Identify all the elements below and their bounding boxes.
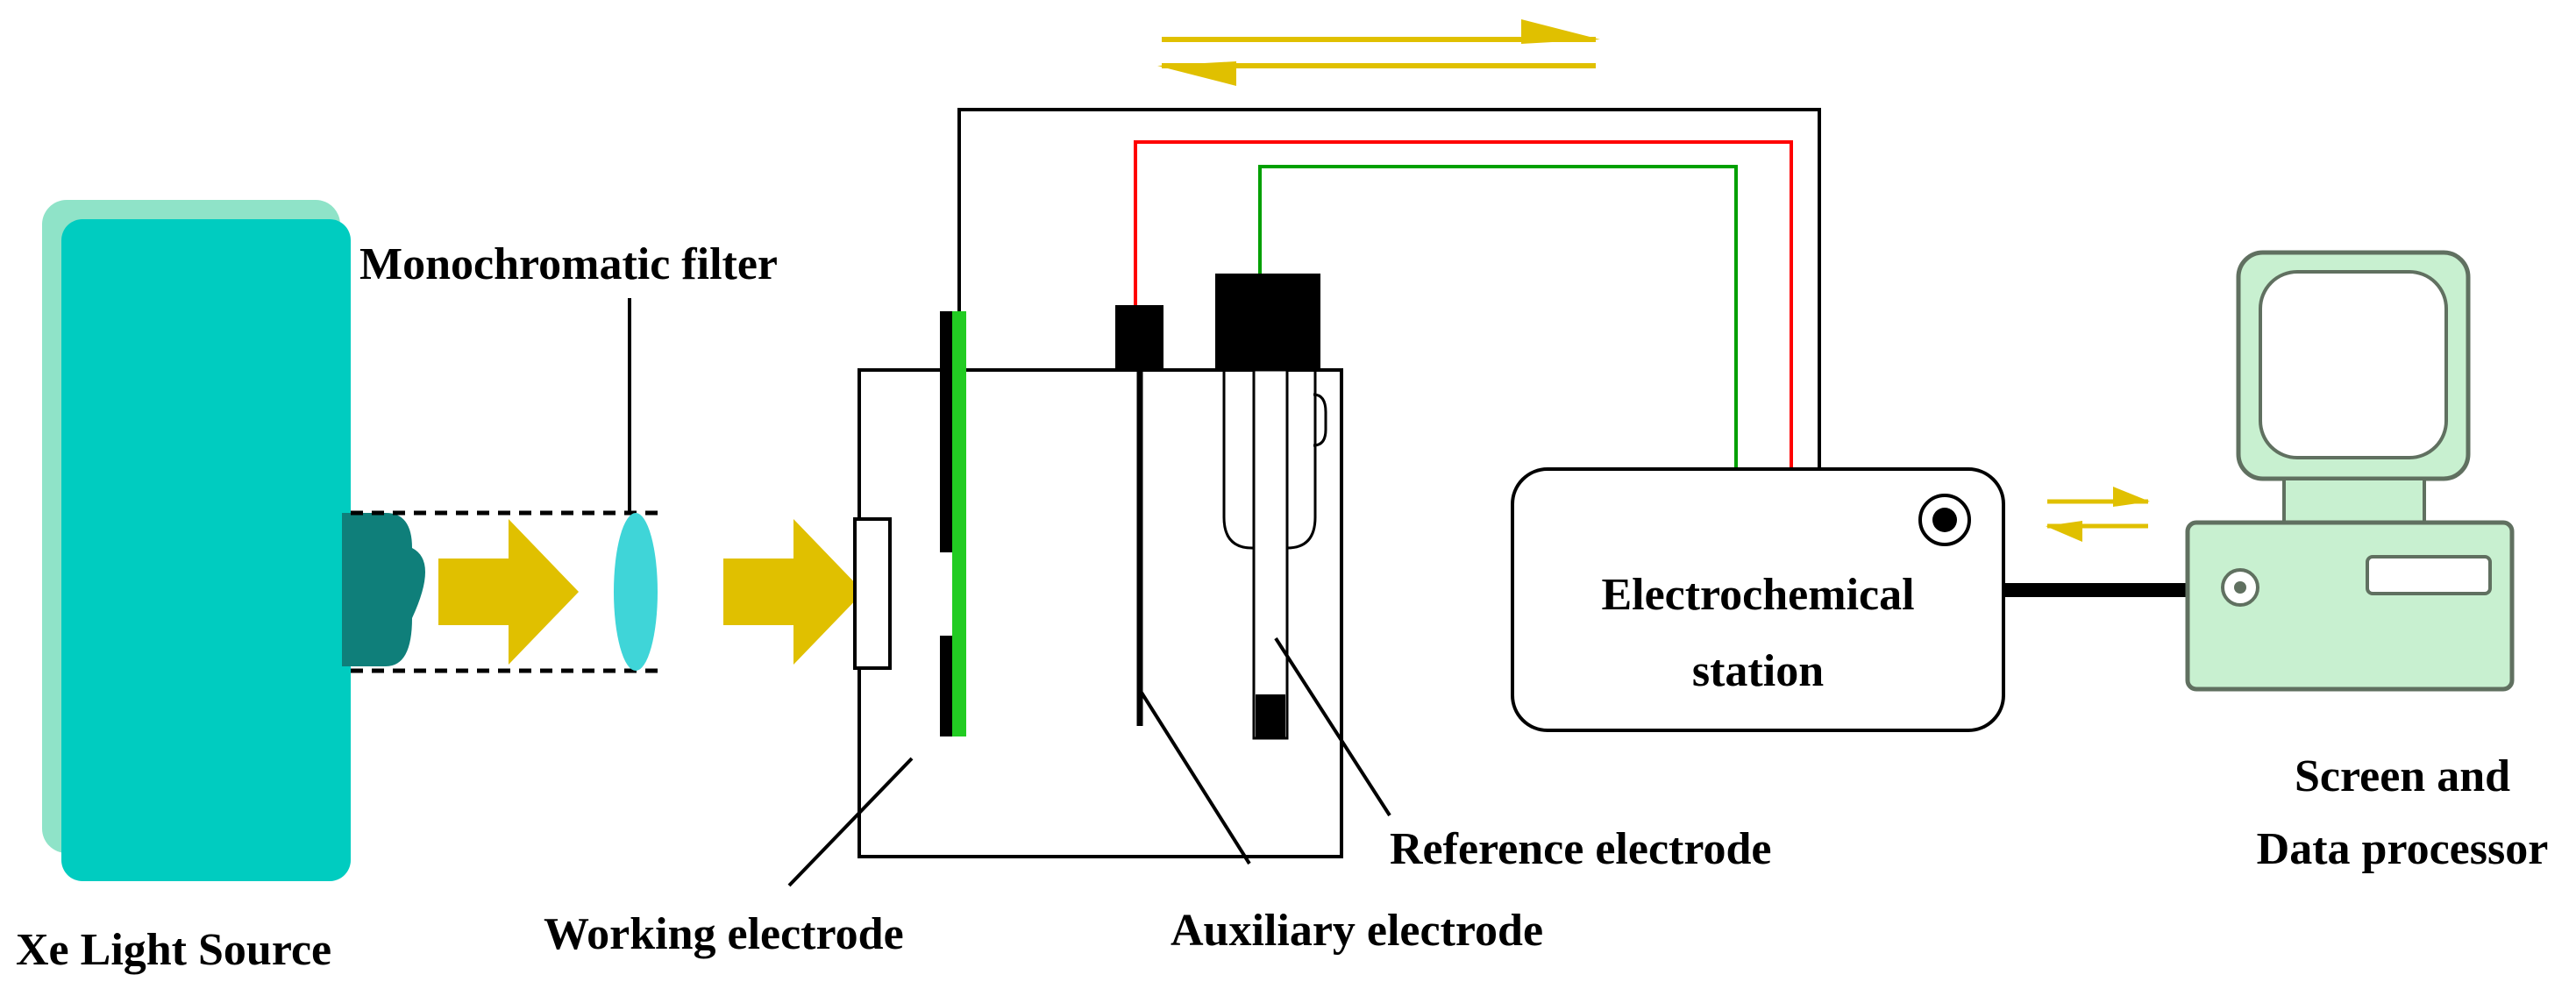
data-cable [2003, 583, 2188, 597]
light-arrow-2 [723, 519, 864, 665]
station-label-line2: station [1692, 646, 1824, 696]
light-source-label: Xe Light Source [16, 925, 331, 975]
signal-arrows-top [1157, 19, 1600, 86]
light-arrow-1 [438, 519, 579, 665]
computer-label-line2: Data processor [2257, 824, 2549, 874]
station-label-line1: Electrochemical [1601, 570, 1914, 620]
desktop-computer-icon [2185, 250, 2515, 692]
working-electrode [940, 311, 966, 736]
working-electrode-label: Working electrode [544, 909, 904, 959]
connection-wires [957, 108, 1821, 469]
reference-electrode-label: Reference electrode [1390, 824, 1771, 874]
auxiliary-electrode [1115, 305, 1163, 726]
auxiliary-electrode-label: Auxiliary electrode [1171, 906, 1543, 956]
potentiostat-icon [1511, 467, 2005, 732]
lens-icon [614, 298, 658, 671]
light-beam-tube [351, 510, 662, 673]
filter-label: Monochromatic filter [359, 239, 778, 289]
label-pointers [787, 637, 1391, 887]
xe-lamp-icon [42, 200, 425, 881]
signal-arrows-side [2046, 487, 2150, 542]
computer-label-line1: Screen and [2295, 751, 2510, 801]
reference-electrode [1215, 274, 1327, 740]
electrolytic-cell-icon [853, 274, 1343, 858]
